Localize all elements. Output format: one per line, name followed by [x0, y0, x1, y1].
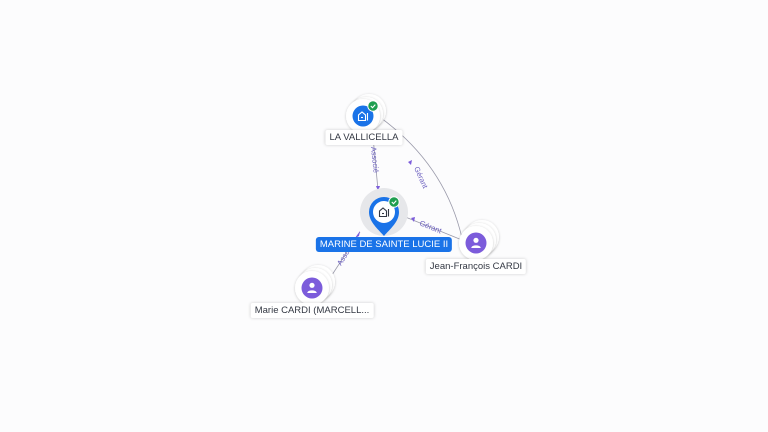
- node-label-marie[interactable]: Marie CARDI (MARCELL...: [250, 303, 374, 318]
- node-marie[interactable]: [295, 265, 335, 305]
- node-jean[interactable]: [459, 220, 499, 260]
- edge-label-jean-vallicella: Gérant: [412, 165, 430, 190]
- company-icon: [357, 111, 369, 122]
- verified-badge-icon: [367, 100, 379, 112]
- person-icon: [471, 237, 481, 248]
- node-label-vallicella[interactable]: LA VALLICELLA: [325, 130, 403, 145]
- edge-label-jean-marine: Gérant: [418, 219, 443, 236]
- node-label-marine[interactable]: MARINE DE SAINTE LUCIE II: [315, 237, 453, 252]
- node-label-jean[interactable]: Jean-François CARDI: [425, 259, 527, 274]
- node-vallicella[interactable]: [346, 94, 386, 133]
- node-marine[interactable]: [360, 188, 408, 236]
- company-icon: [378, 207, 390, 218]
- person-icon: [307, 282, 317, 293]
- verified-badge-icon: [388, 196, 400, 208]
- edge-label-vallicella-marine: Associé: [369, 146, 381, 173]
